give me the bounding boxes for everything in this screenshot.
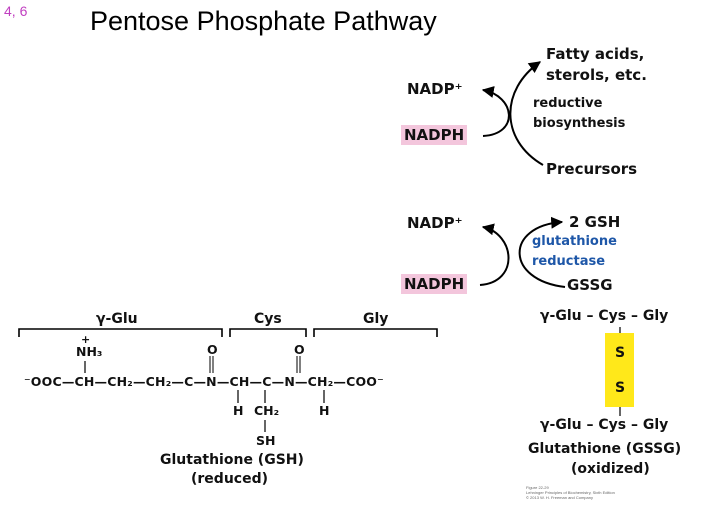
thiol-sh: SH — [256, 433, 276, 448]
gsh-main-chain: ⁻OOC—CH—CH₂—CH₂—C—N—CH—C—N—CH₂—COO⁻ — [24, 374, 384, 389]
credit-line1: Figure 22-29 — [526, 485, 549, 490]
bottom-arrow-left-curve — [479, 223, 510, 286]
credit-line2: Lehninger Principles of Biochemistry, Si… — [526, 490, 615, 495]
bracket-cys — [229, 328, 307, 337]
bottom-substrate-label: GSSG — [567, 276, 613, 294]
credit-line3: © 2013 W. H. Freeman and Company — [526, 495, 593, 500]
top-product-line1: Fatty acids, — [546, 45, 645, 63]
top-substrate-label: Precursors — [546, 160, 638, 178]
bottom-product-label: 2 GSH — [569, 213, 621, 231]
gssg-top-chain: γ-Glu – Cys – Gly — [540, 308, 669, 324]
enzyme-line2: reductase — [532, 254, 606, 269]
figure-credit: Figure 22-29 Lehninger Principles of Bio… — [526, 485, 615, 500]
page-title: Pentose Phosphate Pathway — [90, 6, 437, 36]
bracket-gly — [313, 328, 438, 337]
bottom-arrow-right-curve — [518, 216, 566, 288]
residue-glu-label: γ-Glu — [96, 311, 138, 327]
bottom-nadp-plus-label: NADP⁺ — [407, 214, 463, 232]
enzyme-line1: glutathione — [532, 234, 617, 249]
sulfur-2: S — [615, 380, 626, 396]
residue-gly-label: Gly — [363, 311, 389, 327]
bottom-nadph-label: NADPH — [401, 274, 468, 294]
top-product-line2: sterols, etc. — [546, 66, 647, 84]
carbonyl-o-2: O — [294, 342, 305, 357]
bracket-glu — [18, 328, 223, 337]
gssg-bottom-chain: γ-Glu – Cys – Gly — [540, 417, 669, 433]
top-arrow-left-curve — [481, 86, 510, 137]
disulfide-highlight — [605, 333, 634, 407]
top-process-line2: biosynthesis — [533, 116, 626, 131]
top-nadp-plus-label: NADP⁺ — [407, 80, 463, 98]
carbonyl-o-1: O — [207, 342, 218, 357]
gssg-caption-line1: Glutathione (GSSG) — [528, 441, 682, 457]
plus-charge: + — [81, 333, 91, 346]
gsh-caption-line2: (reduced) — [191, 471, 268, 487]
gsh-caption-line1: Glutathione (GSH) — [160, 452, 304, 468]
amide-h-2: H — [319, 403, 330, 418]
residue-cys-label: Cys — [254, 311, 282, 327]
top-process-line1: reductive — [533, 96, 603, 111]
nh3-group: NH₃ — [76, 344, 103, 359]
gssg-caption-line2: (oxidized) — [571, 461, 650, 477]
top-nadph-label: NADPH — [401, 125, 468, 145]
amide-h-1: H — [233, 403, 244, 418]
sulfur-1: S — [615, 345, 626, 361]
top-arrow-right-curve — [509, 61, 544, 166]
slide-number: 4, 6 — [4, 3, 28, 19]
side-chain-ch2: CH₂ — [254, 403, 280, 418]
